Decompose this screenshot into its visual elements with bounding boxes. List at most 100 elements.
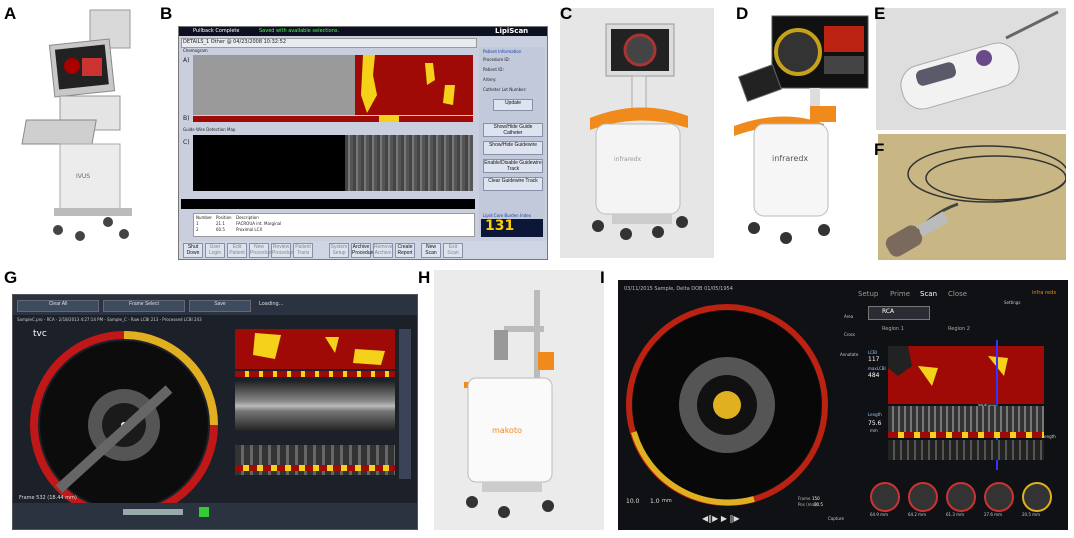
pos-value: 20.5 xyxy=(814,502,823,507)
save-message: Saved with available selections. xyxy=(259,28,340,34)
makoto-console-photo xyxy=(464,290,554,518)
brand-infraredx-d: infraredx xyxy=(772,154,809,163)
frame-readout: Frame 532 (18.44 mm) xyxy=(19,495,77,501)
patient-trans-button[interactable]: Patient Trans xyxy=(293,243,313,258)
update-button[interactable]: Update xyxy=(493,99,533,111)
patient-id-label: Patient ID: xyxy=(483,67,504,72)
thumbnail-3[interactable] xyxy=(946,482,976,512)
thumbnail-4[interactable] xyxy=(984,482,1014,512)
brand-makoto: makoto xyxy=(492,426,522,435)
frame-label: Frame xyxy=(798,496,811,501)
chemogram-map xyxy=(355,55,473,115)
clear-all-button[interactable]: Clear All xyxy=(17,300,99,312)
region-1-tab[interactable]: Region 1 xyxy=(882,326,904,332)
playback-controls[interactable]: ◀‖▶ ▶ ‖▶ xyxy=(702,514,740,523)
thumbnail-2[interactable] xyxy=(908,482,938,512)
tool-cross[interactable]: Cross xyxy=(844,332,855,337)
row-b-label: B) xyxy=(183,115,190,122)
guidewire-map-texture xyxy=(345,135,473,191)
table-row: 1 xyxy=(196,221,199,226)
length-unit: mm xyxy=(870,428,878,433)
exit-scan-button[interactable]: Exit Scan xyxy=(443,243,463,258)
create-report-button[interactable]: Create Report xyxy=(395,243,415,258)
patient-header: 03/11/2015 Sample, Delta DOB 01/05/1954 xyxy=(624,286,733,292)
nav-close[interactable]: Close xyxy=(948,290,968,298)
clear-guidewire-track-button[interactable]: Clear Guidewire Track xyxy=(483,177,543,191)
chemogram-gray xyxy=(193,55,355,115)
play-icon[interactable] xyxy=(199,507,209,517)
archive-procedure-button[interactable]: Archive Procedure xyxy=(351,243,376,258)
chemogram-label: Chemogram xyxy=(183,48,208,53)
lcbi-label: Lipid Core Burden Index xyxy=(483,213,532,218)
show-hide-guide-catheter-button[interactable]: Show/Hide Guide Catheter xyxy=(483,123,543,137)
panel-label-g: G xyxy=(4,268,18,287)
panel-e-photo xyxy=(876,8,1066,130)
longitudinal-view-g xyxy=(235,381,395,431)
panel-c-photo: infraredx xyxy=(560,8,714,258)
remove-archive-button[interactable]: Remove Archive xyxy=(373,243,393,258)
region-2-tab[interactable]: Region 2 xyxy=(948,326,970,332)
settings-label[interactable]: Settings xyxy=(1004,300,1021,305)
tool-annotate[interactable]: Annotate xyxy=(840,352,859,357)
lcbi-value: 131 xyxy=(485,218,515,234)
show-hide-guidewire-button[interactable]: Show/Hide Guidewire xyxy=(483,141,543,155)
thumbnail-5[interactable] xyxy=(1022,482,1052,512)
artery-label: Artery: xyxy=(483,77,497,82)
edit-patient-button[interactable]: Edit Patient xyxy=(227,243,247,258)
panel-label-i: I xyxy=(600,268,605,287)
panel-label-h: H xyxy=(418,268,431,287)
nav-scan[interactable]: Scan xyxy=(920,290,938,298)
length-value: 75.6 xyxy=(868,420,882,427)
table-row: Proximal LCX xyxy=(236,227,263,232)
shut-down-button[interactable]: Shut Down xyxy=(183,243,203,258)
tvc-logo: tvc xyxy=(33,329,47,339)
panel-label-a: A xyxy=(4,4,17,23)
brand-infraredx-c: infraredx xyxy=(614,156,642,163)
catheter-handle-photo xyxy=(900,10,1059,110)
nav-setup[interactable]: Setup xyxy=(858,290,879,298)
review-procedure-button[interactable]: Review Procedure xyxy=(271,243,296,258)
infraredx-console-d xyxy=(734,15,869,244)
thumbnail-1-label: 64.9 mm xyxy=(870,512,888,517)
panel-g-tvc-screen: Clear All Frame Select Save Loading... S… xyxy=(12,294,418,530)
record-title: DETAILS_1 Other @ 04/23/2008 10:32:52 xyxy=(183,39,287,45)
system-setup-button[interactable]: System Setup xyxy=(329,243,349,258)
thumbnail-5-label: 20.5 mm xyxy=(1022,512,1040,517)
save-button[interactable]: Save xyxy=(189,300,251,312)
playback-slider[interactable] xyxy=(123,509,183,515)
new-procedure-button[interactable]: New Procedure xyxy=(249,243,274,258)
th-position: Position xyxy=(216,215,232,220)
playback-toolbar-g[interactable] xyxy=(13,503,417,529)
new-scan-button[interactable]: New Scan xyxy=(421,243,441,258)
frame-select-button[interactable]: Frame Select xyxy=(103,300,185,312)
user-login-button[interactable]: User Login xyxy=(205,243,225,258)
vessel-value: RCA xyxy=(882,308,895,315)
vessel-selector[interactable] xyxy=(868,306,930,320)
thumbnail-1[interactable] xyxy=(870,482,900,512)
maxlcbi-label: maxLCBI xyxy=(868,366,886,371)
ivus-crosssection-i xyxy=(626,304,828,506)
longitudinal-view-i xyxy=(888,406,1044,434)
length-button[interactable]: Length xyxy=(1042,434,1056,439)
panel-label-d: D xyxy=(736,4,749,23)
chemogram-g xyxy=(235,329,395,369)
tool-area[interactable]: Area xyxy=(844,314,854,319)
lcbi-value-i: 117 xyxy=(868,356,880,363)
recording-info: SampleC.pro - RCA - 2/18/2013 4:27:14 PM… xyxy=(17,317,202,322)
nav-prime[interactable]: Prime xyxy=(890,290,911,298)
lipiscan-logo: LipiScan xyxy=(495,27,529,35)
maxlcbi-value: 484 xyxy=(868,372,880,379)
lcbi-label-i: LCBI xyxy=(868,350,877,355)
frame-value: 150 xyxy=(812,496,820,501)
diameter-b: 1.0 xyxy=(650,498,660,505)
capture-label[interactable]: Capture xyxy=(828,516,844,521)
pullback-status: Pullback Complete xyxy=(193,28,240,34)
thumbnail-2-label: 64.2 mm xyxy=(908,512,926,517)
length-label: Length xyxy=(868,412,882,417)
panel-b-lipiscan-screen: Pullback Complete Saved with available s… xyxy=(178,26,548,260)
th-description: Description xyxy=(236,215,259,220)
guidewire-track-button[interactable]: Enable/Disable Guidewire Track xyxy=(483,159,543,173)
brand-infraredx-i: infra redx xyxy=(1032,290,1057,296)
procedure-id-label: Procedure ID: xyxy=(483,57,510,62)
chemogram-i xyxy=(888,346,1044,404)
